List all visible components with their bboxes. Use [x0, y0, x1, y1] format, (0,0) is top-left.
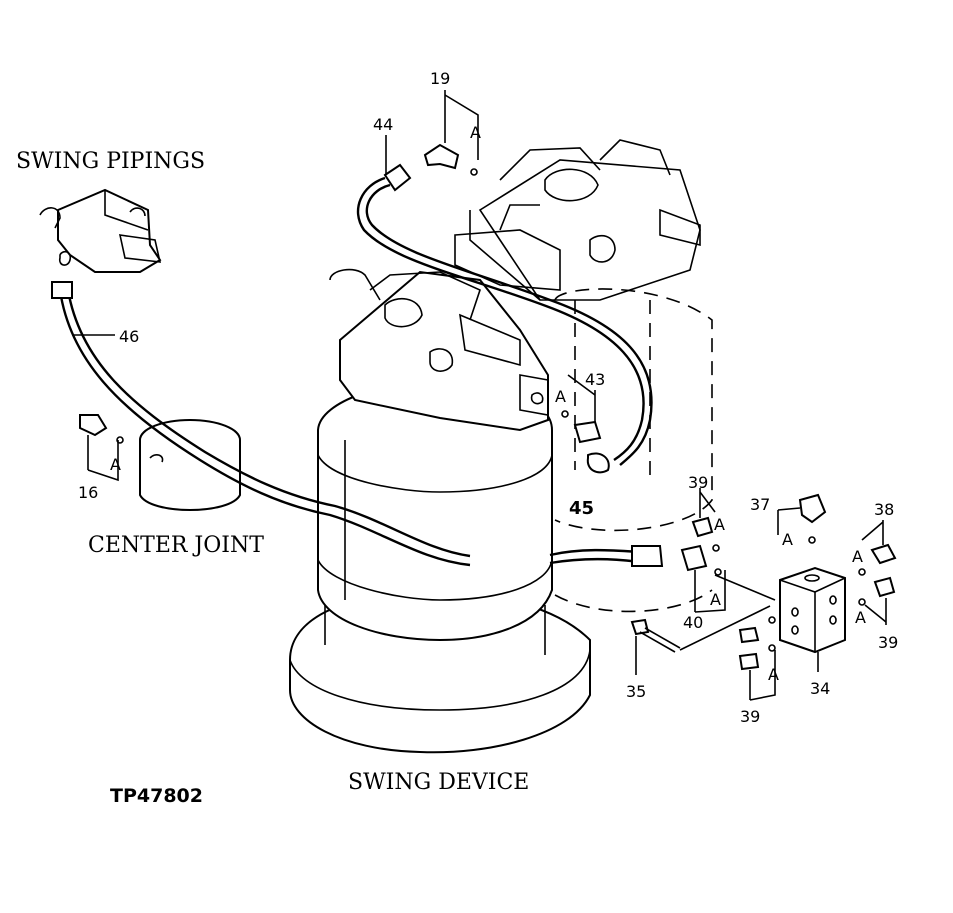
- ref-a-19: A: [470, 123, 481, 142]
- callout-44: 44: [373, 115, 393, 134]
- valve-block-34: [779, 566, 846, 654]
- center-joint-title: CENTER JOINT: [88, 533, 264, 558]
- front-swing-motor: [289, 268, 591, 754]
- callout-45: 45: [569, 498, 594, 519]
- ref-a-39-bottom: A: [768, 665, 779, 684]
- callout-40: 40: [683, 613, 703, 632]
- ref-a-37: A: [782, 530, 793, 549]
- callout-39-top: 39: [688, 473, 708, 492]
- callout-16: 16: [78, 483, 98, 502]
- fittings: [79, 143, 897, 671]
- ref-a-38: A: [852, 547, 863, 566]
- ref-a-40: A: [710, 590, 721, 609]
- callout-37: 37: [750, 495, 770, 514]
- callout-43: 43: [585, 370, 605, 389]
- swing-pipings-title: SWING PIPINGS: [16, 149, 205, 174]
- leader-lines: [72, 90, 887, 701]
- figure-id: TP47802: [110, 785, 203, 807]
- callout-46: 46: [119, 327, 139, 346]
- center-joint: [139, 419, 241, 511]
- callout-38: 38: [874, 500, 894, 519]
- callout-35: 35: [626, 682, 646, 701]
- callout-39-bottom: 39: [740, 707, 760, 726]
- callout-39-right: 39: [878, 633, 898, 652]
- ref-a-43: A: [555, 387, 566, 406]
- swing-piping-valve: [39, 188, 162, 273]
- swing-device-title: SWING DEVICE: [348, 770, 529, 795]
- callout-34: 34: [810, 679, 830, 698]
- ref-a-39-top: A: [714, 515, 725, 534]
- ref-a-39-right: A: [855, 608, 866, 627]
- ref-a-16: A: [110, 455, 121, 474]
- hoses: [51, 163, 664, 567]
- callout-19: 19: [430, 69, 450, 88]
